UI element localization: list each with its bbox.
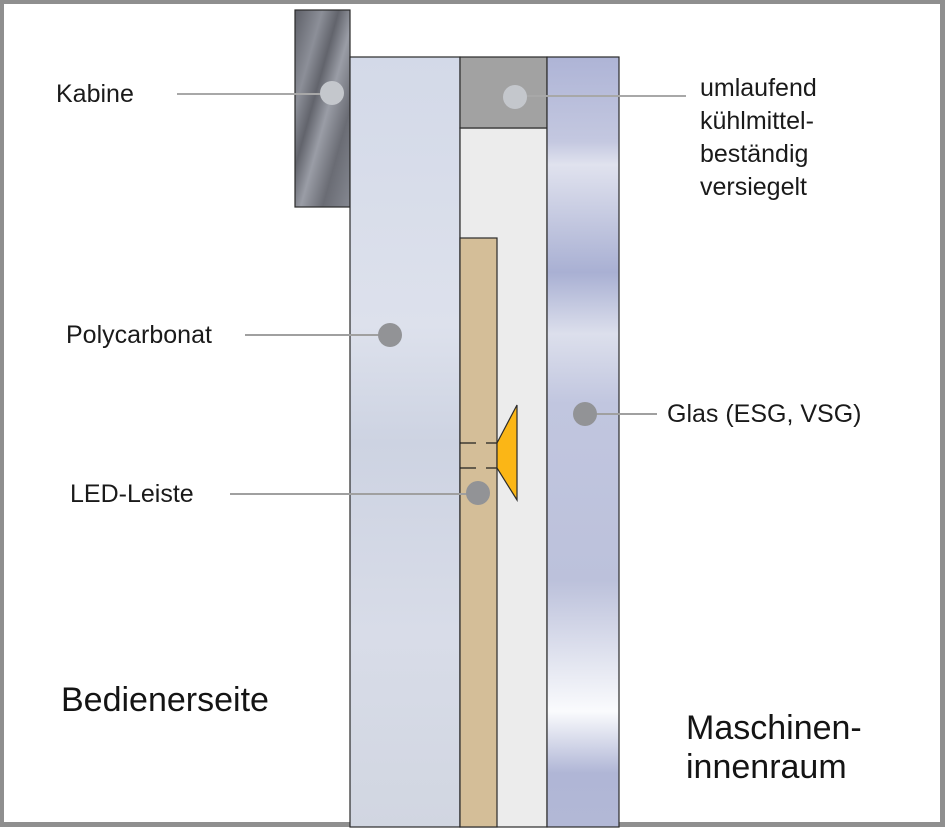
glas-marker bbox=[573, 402, 597, 426]
polycarbonat-label: Polycarbonat bbox=[66, 321, 212, 349]
polycarbonat-marker bbox=[378, 323, 402, 347]
glas-label: Glas (ESG, VSG) bbox=[667, 400, 861, 428]
led-light-icon bbox=[496, 404, 518, 503]
callout-glas: Glas (ESG, VSG) bbox=[573, 400, 861, 428]
callout-led-leiste: LED-Leiste bbox=[70, 480, 490, 508]
led-mount-dashes bbox=[460, 442, 497, 469]
seal-label-line-1: umlaufend bbox=[700, 74, 817, 102]
callout-kabine: Kabine bbox=[56, 80, 344, 108]
led-strip bbox=[459, 237, 498, 828]
operator-side-label: Bedienerseite bbox=[61, 681, 269, 719]
led-leiste-label: LED-Leiste bbox=[70, 480, 194, 508]
callout-seal: umlaufend kühlmittel- beständig versiege… bbox=[503, 74, 817, 201]
polycarbonat-panel bbox=[349, 56, 461, 828]
kabine-label: Kabine bbox=[56, 80, 134, 108]
seal-marker bbox=[503, 85, 527, 109]
machine-side-label-line-1: Maschinen- bbox=[686, 709, 862, 747]
led-leiste-marker bbox=[466, 481, 490, 505]
kabine-marker bbox=[320, 81, 344, 105]
cross-section-diagram: Kabine umlaufend kühlmittel- beständig v… bbox=[56, 9, 862, 828]
kabine-panel bbox=[294, 9, 351, 208]
seal-label-line-2: kühlmittel- bbox=[700, 107, 814, 135]
seal-label-line-3: beständig bbox=[700, 140, 808, 168]
machine-side-label-line-2: innenraum bbox=[686, 748, 847, 786]
seal-label-line-4: versiegelt bbox=[700, 173, 807, 201]
seal-block bbox=[459, 56, 548, 129]
callout-polycarbonat: Polycarbonat bbox=[66, 321, 402, 349]
glas-panel bbox=[546, 56, 620, 828]
